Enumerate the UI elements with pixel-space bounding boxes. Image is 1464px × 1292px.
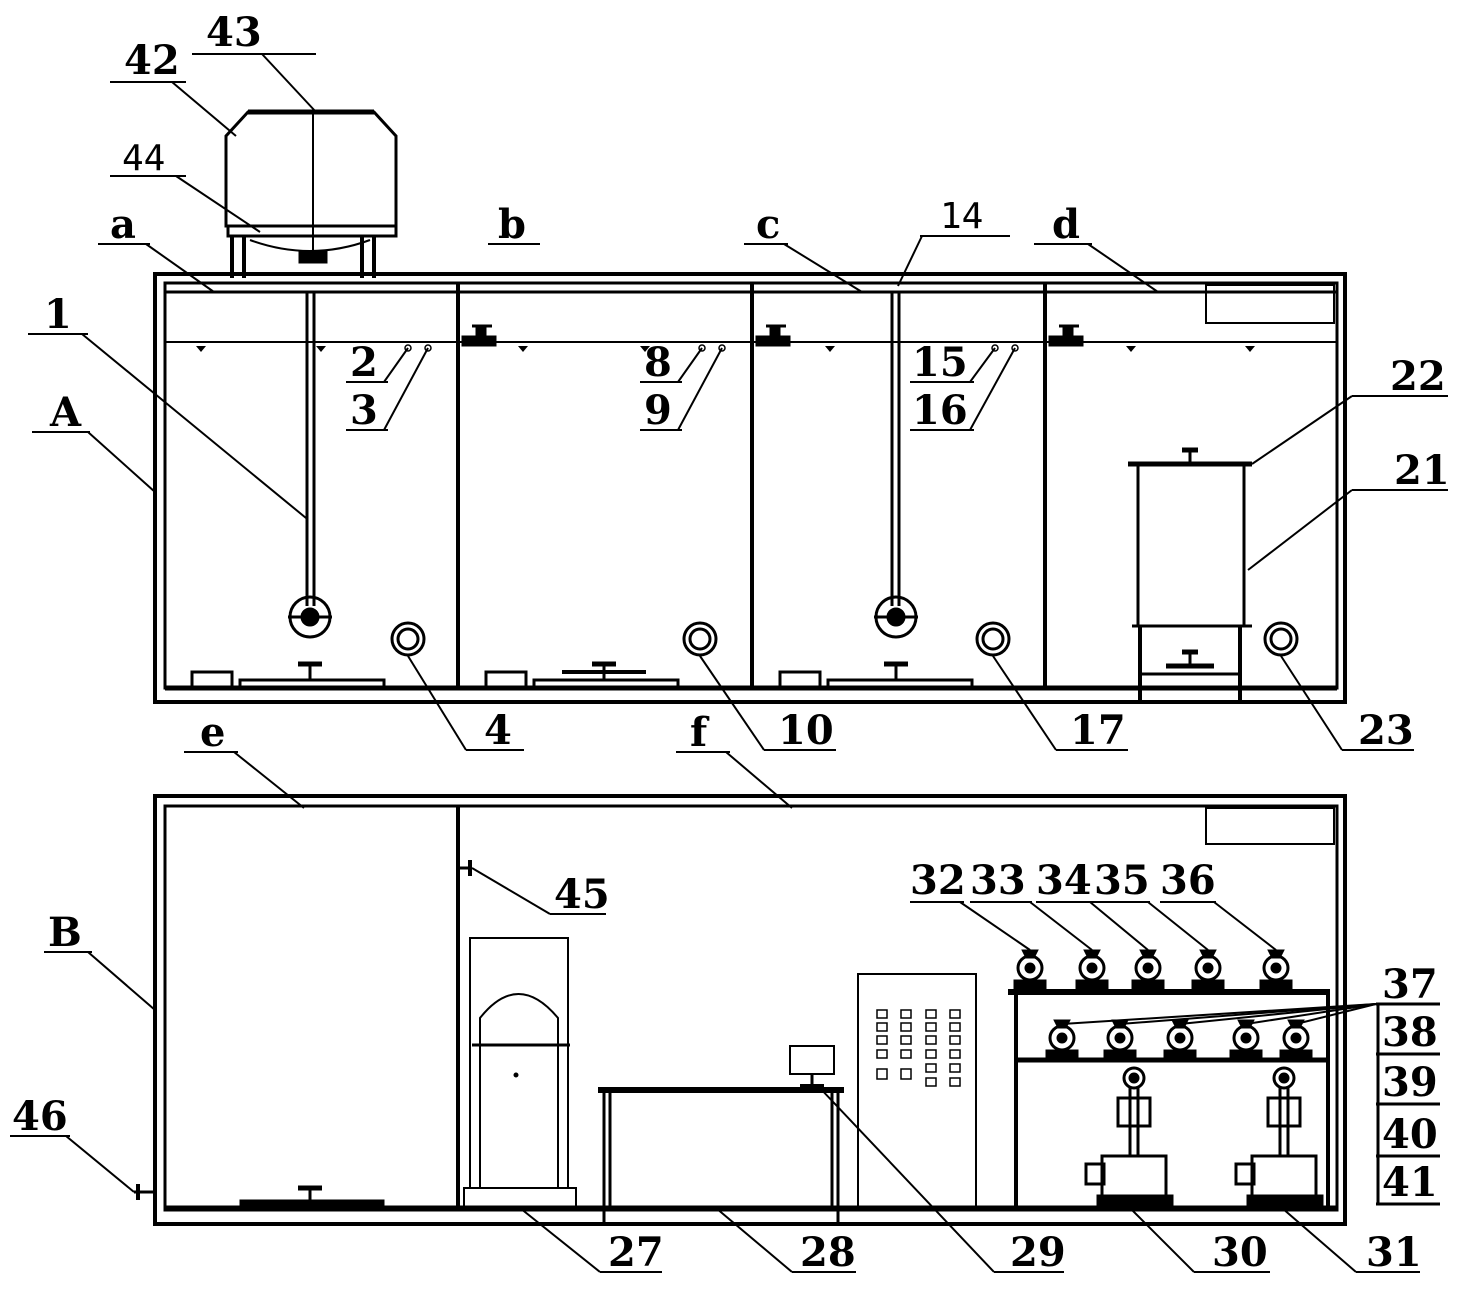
- label-c: c: [756, 201, 780, 248]
- label-a: a: [110, 201, 136, 248]
- container-a: [153, 272, 1347, 704]
- label-27: 27: [608, 1229, 664, 1276]
- cooling-tower: [224, 109, 398, 278]
- label-44: 44: [122, 138, 165, 179]
- leader-lines: [10, 53, 1448, 1273]
- label-e: e: [200, 709, 225, 756]
- pump-31: [1234, 1066, 1324, 1210]
- label-10: 10: [778, 707, 834, 754]
- mixer-14: [874, 292, 918, 639]
- label-40: 40: [1382, 1111, 1438, 1158]
- label-36: 36: [1160, 857, 1216, 904]
- label-32: 32: [910, 857, 966, 904]
- label-b: b: [498, 201, 526, 248]
- mixer-1: [288, 292, 332, 639]
- sensor-dots: [404, 344, 1019, 352]
- label-d: d: [1052, 201, 1080, 248]
- label-35: 35: [1094, 857, 1150, 904]
- pump-30: [1084, 1066, 1174, 1210]
- label-B: B: [48, 909, 82, 956]
- label-45: 45: [554, 871, 610, 918]
- label-17: 17: [1070, 707, 1126, 754]
- label-f: f: [690, 709, 710, 756]
- label-43: 43: [206, 9, 262, 56]
- label-41: 41: [1382, 1159, 1438, 1206]
- label-15: 15: [912, 339, 968, 386]
- dosing-pumps-middle: [1045, 1019, 1313, 1061]
- label-28: 28: [800, 1229, 856, 1276]
- label-4: 4: [484, 707, 512, 754]
- legend-column: [1376, 1002, 1440, 1206]
- label-42: 42: [124, 37, 180, 84]
- label-8: 8: [644, 339, 672, 386]
- valve-icons: [461, 324, 1084, 347]
- label-21: 21: [1394, 447, 1450, 494]
- cabinet-27: [463, 937, 577, 1209]
- labels: 43 42 44 a b c d 14 1 A 2 3 8 9 15 16 22…: [12, 9, 1450, 1276]
- level-markers: [196, 346, 1255, 352]
- label-3: 3: [350, 387, 378, 434]
- label-14: 14: [940, 196, 983, 237]
- label-30: 30: [1212, 1229, 1268, 1276]
- label-16: 16: [912, 387, 968, 434]
- label-9: 9: [644, 387, 672, 434]
- label-34: 34: [1036, 857, 1092, 904]
- aeration-diffusers: [190, 661, 974, 690]
- label-37: 37: [1382, 961, 1438, 1008]
- label-39: 39: [1382, 1059, 1438, 1106]
- outlet-ports: [390, 621, 1299, 657]
- label-22: 22: [1390, 353, 1446, 400]
- label-1: 1: [44, 291, 72, 338]
- control-panel: [857, 973, 977, 1209]
- filter-tank: [1128, 447, 1252, 702]
- label-33: 33: [970, 857, 1026, 904]
- label-29: 29: [1010, 1229, 1066, 1276]
- label-23: 23: [1358, 707, 1414, 754]
- label-38: 38: [1382, 1009, 1438, 1056]
- label-31: 31: [1366, 1229, 1422, 1276]
- label-A: A: [49, 389, 82, 436]
- dosing-pumps-top: [1013, 949, 1293, 993]
- label-2: 2: [350, 339, 378, 386]
- desk-28: [598, 1045, 844, 1222]
- label-46: 46: [12, 1093, 68, 1140]
